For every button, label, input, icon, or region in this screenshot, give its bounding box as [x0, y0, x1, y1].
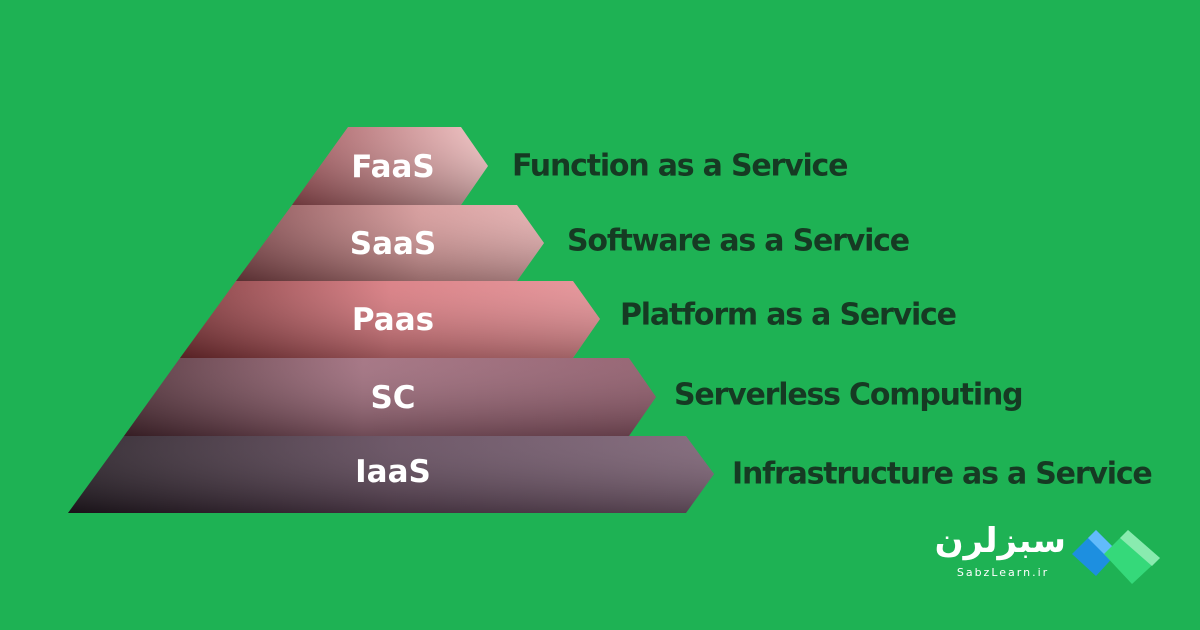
- pyramid-layer-sc-shade: [124, 358, 656, 436]
- layer-desc-sc: Serverless Computing: [674, 378, 1022, 413]
- layer-desc-iaas: Infrastructure as a Service: [732, 457, 1152, 492]
- brand-name: سبزلرن: [934, 521, 1066, 561]
- layer-abbr-sc: SC: [370, 380, 415, 416]
- layer-abbr-faas: FaaS: [351, 149, 435, 185]
- layer-abbr-iaas: IaaS: [355, 454, 431, 490]
- pyramid-layer-iaas-shade: [68, 436, 714, 513]
- sabzlearn-logo: سبزلرن SabzLearn.ir: [934, 520, 1165, 595]
- layer-abbr-paas: Paas: [352, 302, 434, 338]
- layer-desc-faas: Function as a Service: [512, 149, 847, 184]
- layer-desc-saas: Software as a Service: [567, 224, 909, 259]
- brand-domain: SabzLearn.ir: [956, 566, 1050, 579]
- pyramid-layer-paas-shade: [180, 281, 600, 358]
- layer-desc-paas: Platform as a Service: [620, 298, 956, 333]
- layer-abbr-saas: SaaS: [350, 226, 437, 262]
- pyramid-layer-saas-shade: [236, 205, 544, 281]
- pyramid-layer-faas-shade: [292, 127, 488, 205]
- brand-mark-icon: [1072, 530, 1160, 584]
